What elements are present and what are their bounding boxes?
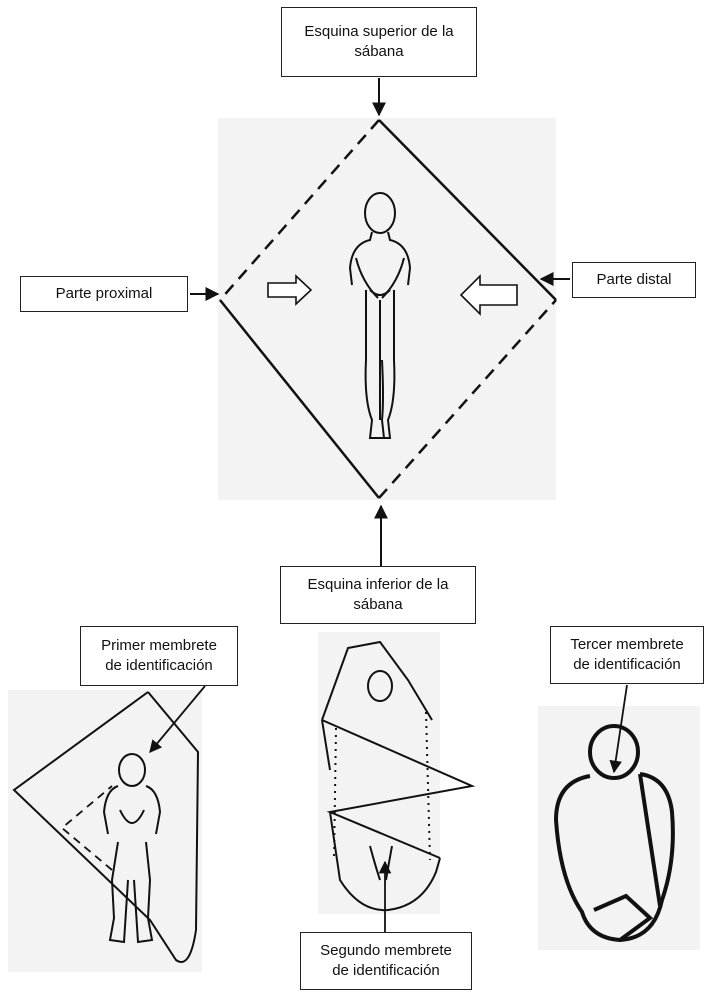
step-1-drawing bbox=[12, 691, 200, 963]
distal-hollow-arrow bbox=[459, 274, 518, 316]
distal-label: Parte distal bbox=[572, 262, 696, 298]
sheet-diamond bbox=[219, 119, 557, 499]
panel-1-bg bbox=[8, 690, 202, 972]
body-figure bbox=[348, 192, 412, 439]
step-2-drawing bbox=[321, 640, 476, 912]
top-panel-bg bbox=[218, 118, 556, 500]
second-tag-label: Segundo membrete de identificación bbox=[300, 932, 472, 990]
third-tag-label: Tercer membrete de identificación bbox=[550, 626, 704, 684]
proximal-label: Parte proximal bbox=[20, 276, 188, 312]
top-corner-label: Esquina superior de la sábana bbox=[281, 7, 477, 77]
proximal-hollow-arrow bbox=[267, 274, 313, 306]
first-tag-arrow bbox=[149, 685, 206, 753]
first-tag-label: Primer membrete de identificación bbox=[80, 626, 238, 686]
step-3-drawing bbox=[553, 724, 675, 943]
bottom-corner-label: Esquina inferior de la sábana bbox=[280, 566, 476, 624]
panel-2-bg bbox=[318, 632, 440, 914]
